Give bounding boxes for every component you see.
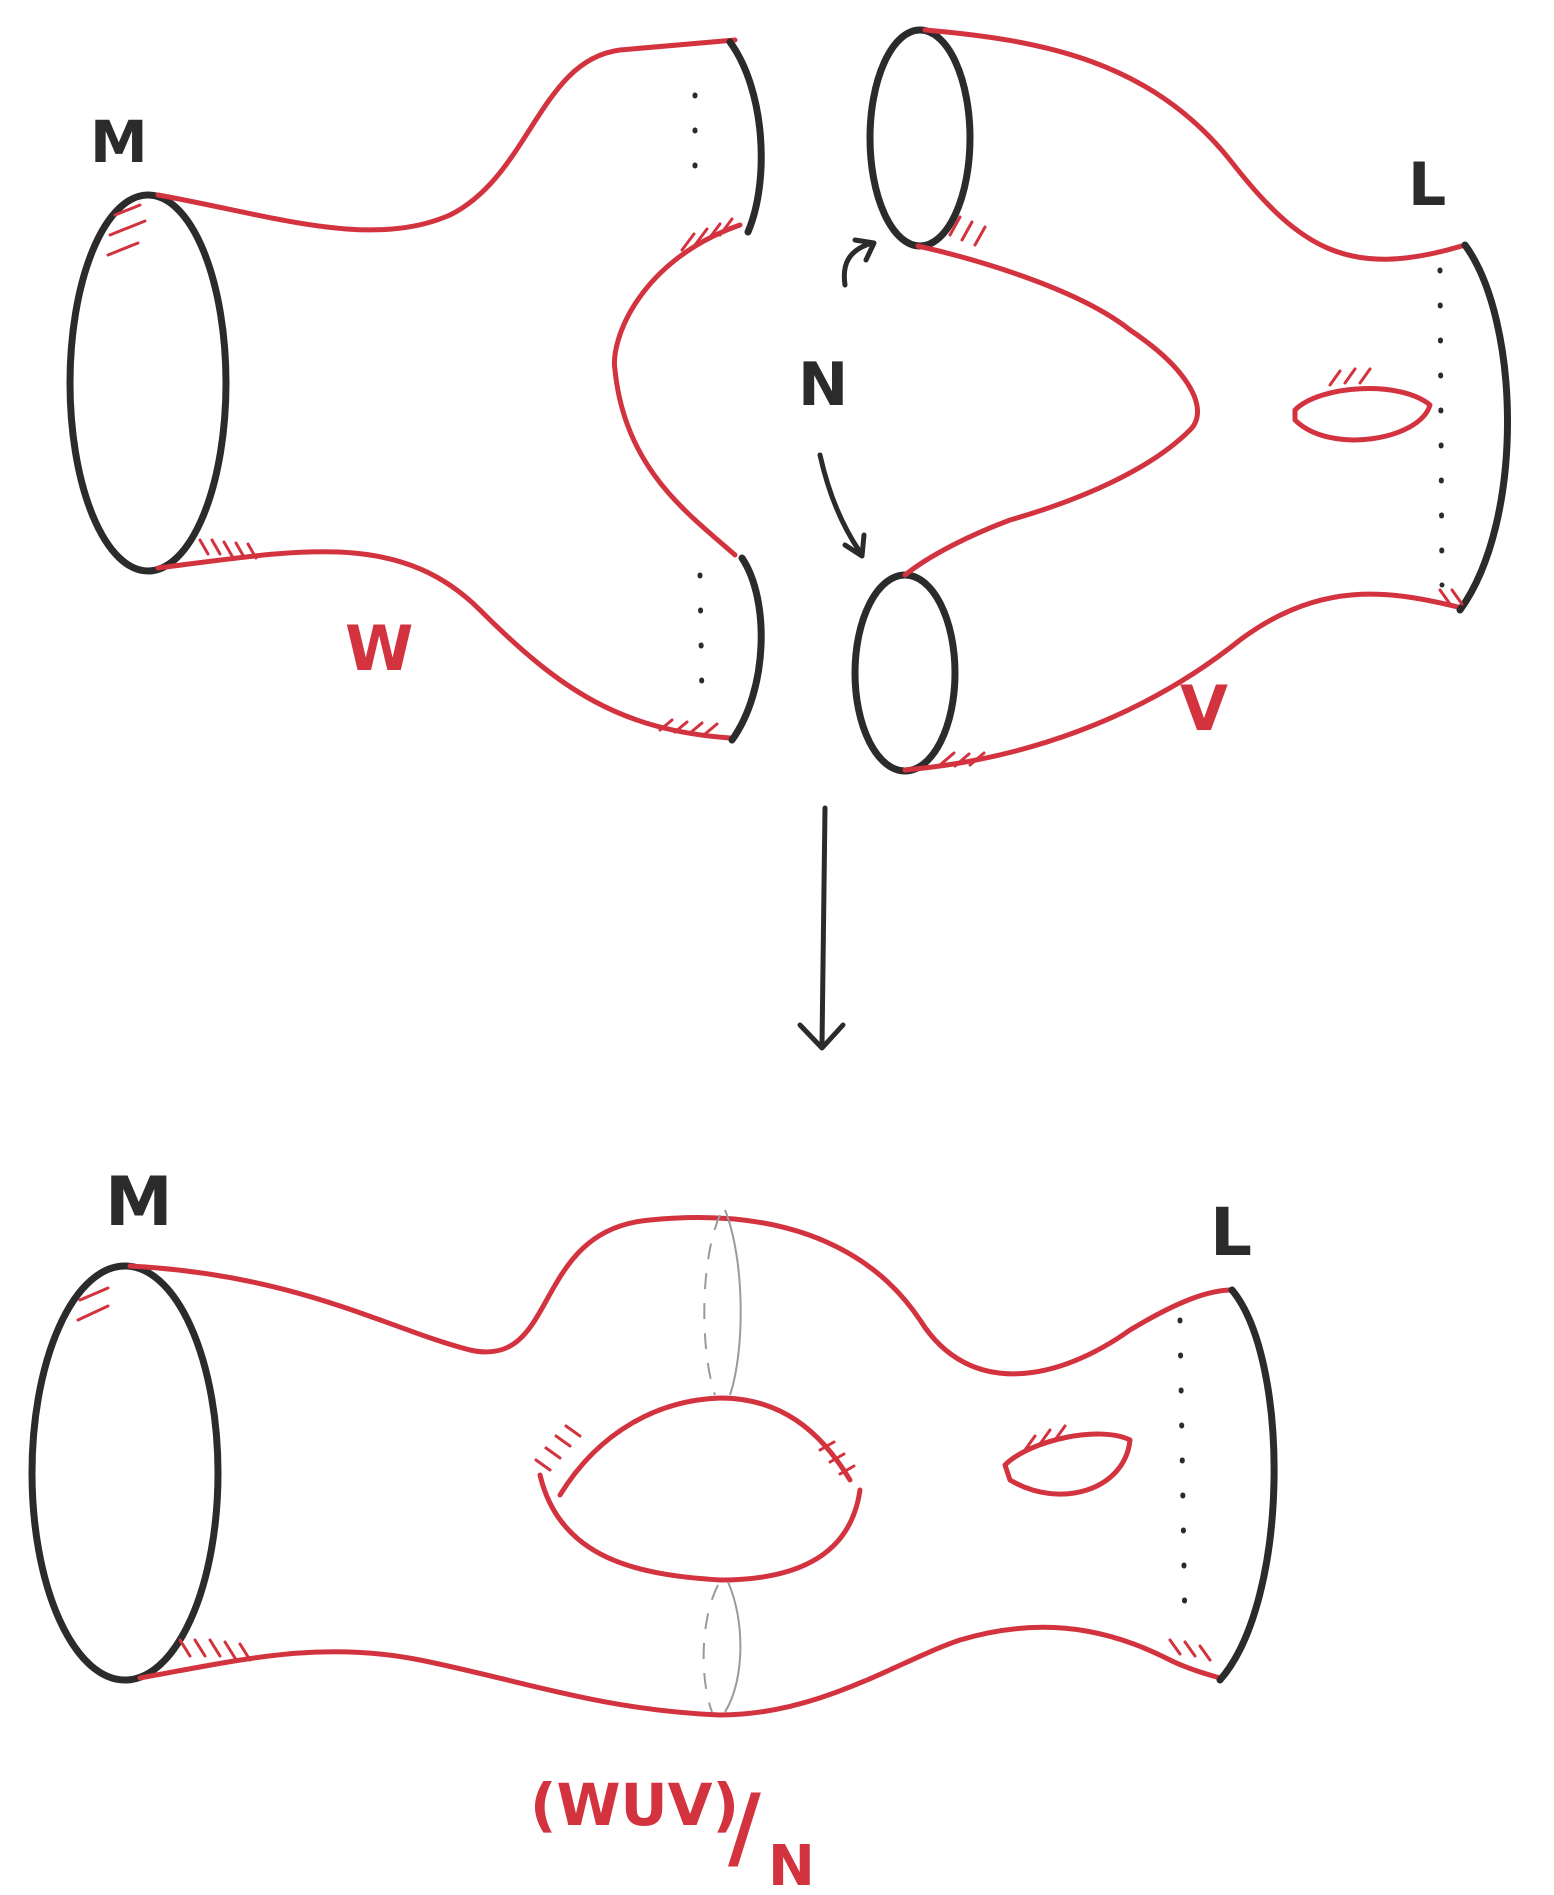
glued-hidden-dots	[1177, 1317, 1188, 1633]
glued-lower-edge	[137, 1624, 1223, 1718]
v-lower-edge	[902, 591, 1465, 773]
gluing-arrow	[797, 805, 846, 1051]
w-right-boundary-upper	[726, 38, 765, 236]
boundary-circle-m-top	[66, 191, 230, 575]
gluing-seam-lower	[724, 1581, 742, 1713]
v-upper-edge	[922, 27, 1468, 262]
label-l-bottom: L	[1210, 1194, 1252, 1271]
v-hidden-dots	[1437, 267, 1445, 588]
label-w: W	[345, 612, 413, 685]
gluing-seam-upper	[724, 1209, 742, 1396]
v-genus-hole	[1292, 386, 1433, 443]
w-right-boundary-lower	[728, 554, 765, 744]
w-hidden-dots-lower	[697, 572, 705, 703]
boundary-circle-n-lower	[851, 571, 959, 775]
glued-right-boundary	[1216, 1286, 1278, 1684]
gluing-seam-lower-hidden	[702, 1584, 719, 1713]
label-l-top: L	[1408, 150, 1446, 220]
glued-shading	[76, 1286, 1212, 1662]
v-shading	[938, 215, 1464, 768]
arrow-n-to-upper-circle	[841, 240, 875, 288]
w-middle-curve	[611, 222, 743, 558]
label-m-bottom: M	[105, 1163, 173, 1242]
arrow-n-to-upper-circle-head	[852, 237, 877, 263]
glued-cobordism	[28, 1209, 1278, 1718]
w-shading-m	[106, 203, 258, 560]
v-right-boundary	[1456, 241, 1511, 614]
cobordism-v	[851, 26, 1511, 775]
w-lower-edge	[155, 549, 733, 741]
boundary-circle-m-bottom	[28, 1262, 222, 1684]
glued-upper-edge	[127, 1215, 1235, 1377]
label-m-top: M	[90, 108, 148, 176]
glued-big-hole-lower	[537, 1472, 863, 1583]
glued-small-hole	[1002, 1431, 1133, 1497]
label-quotient-slash: /	[728, 1775, 761, 1880]
gluing-seam-upper-hidden	[703, 1214, 721, 1396]
w-shading-right	[658, 217, 734, 736]
label-n: N	[798, 350, 848, 420]
label-v: V	[1180, 672, 1228, 745]
boundary-circle-n-upper	[866, 26, 974, 250]
v-inner-loop	[902, 243, 1200, 578]
w-upper-edge	[155, 37, 738, 233]
arrow-n-to-lower-circle-head	[842, 532, 867, 559]
label-quotient-sub: N	[768, 1834, 815, 1895]
glued-big-hole-upper	[557, 1395, 853, 1498]
label-quotient: (WUV)	[530, 1771, 739, 1839]
cobordism-w	[66, 37, 765, 744]
arrow-n-to-lower-circle	[817, 452, 863, 555]
